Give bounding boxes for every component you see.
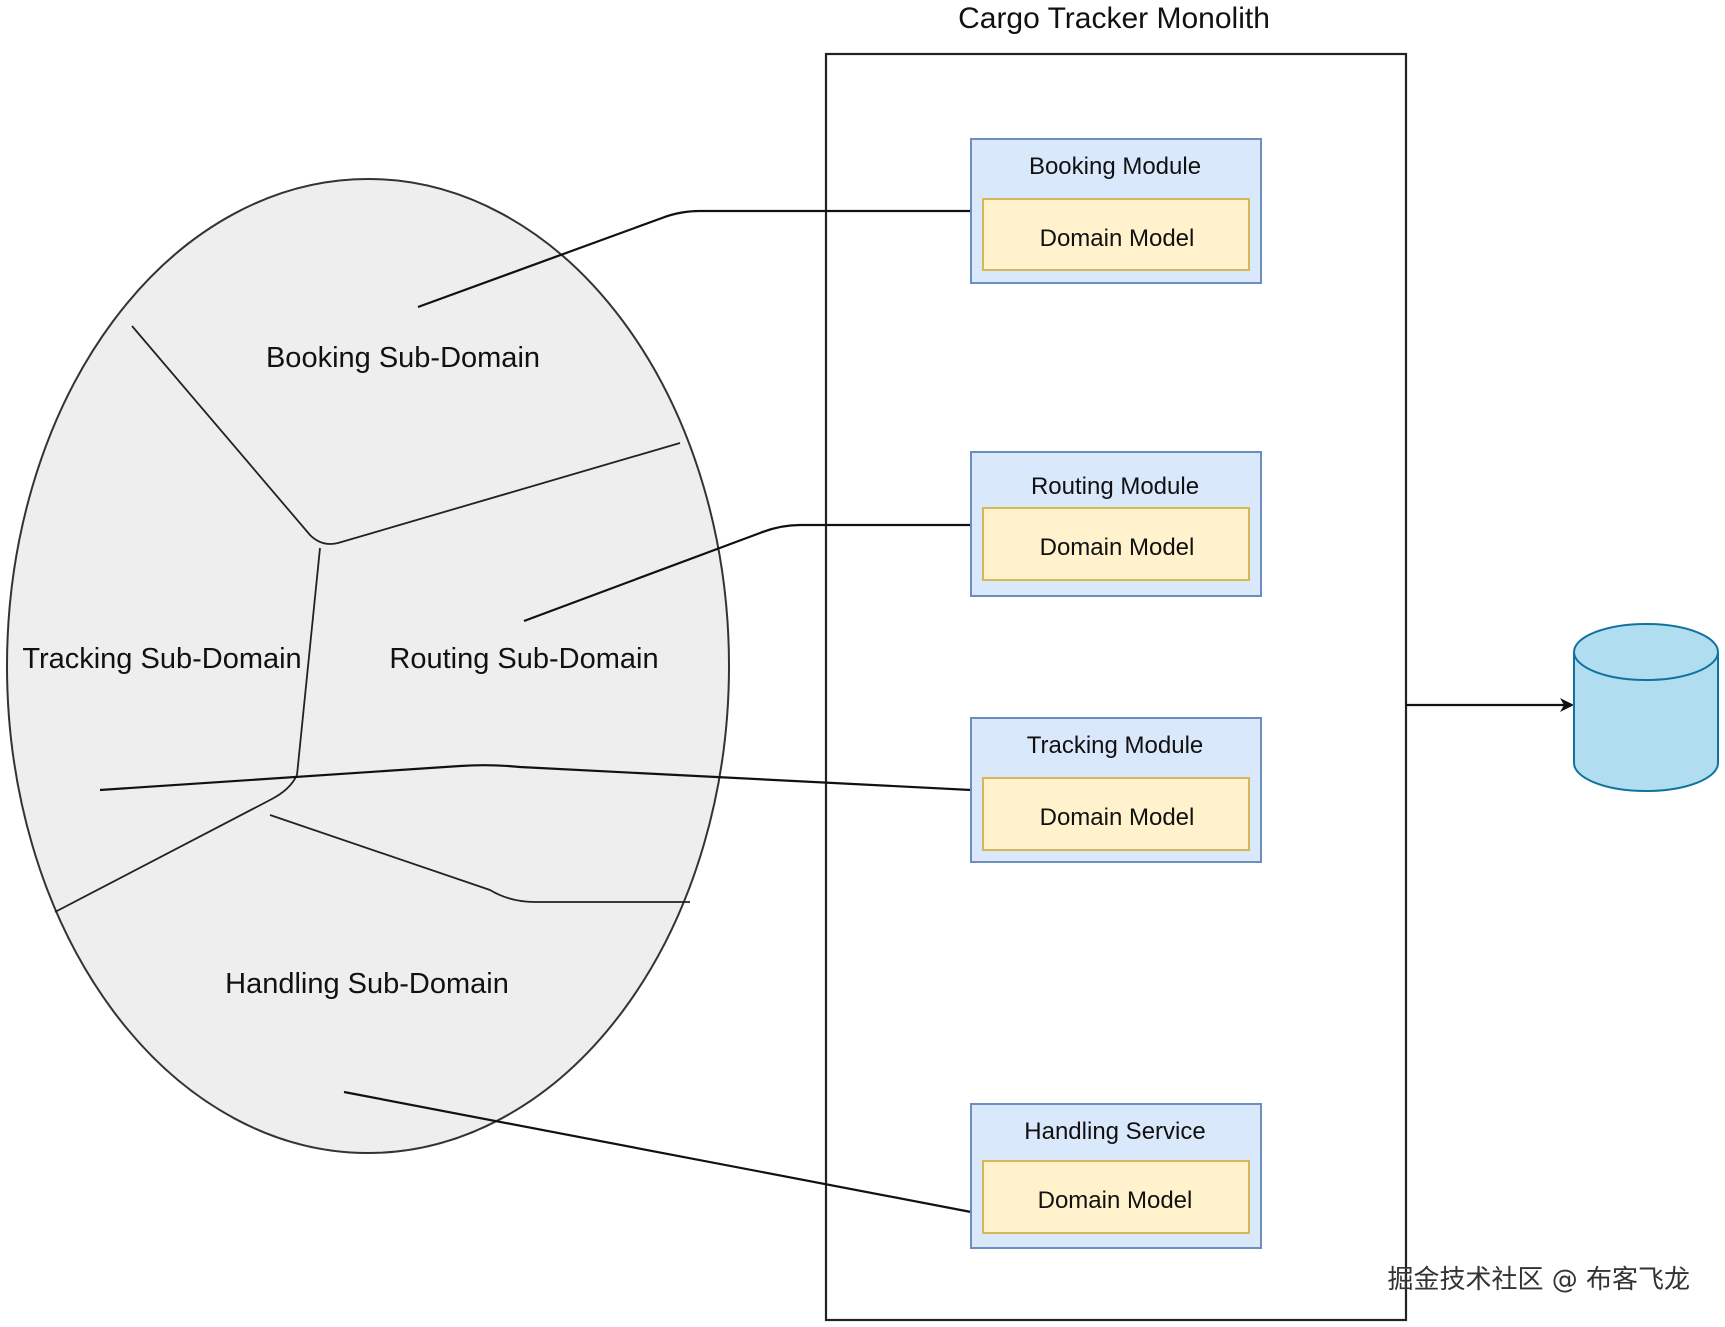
connector-tracking	[99, 764, 972, 792]
subdomain-label-handling: Handling Sub-Domain	[225, 968, 509, 1000]
boundary-tracking-routing	[296, 547, 321, 776]
connector-handling	[343, 1090, 972, 1214]
connector-routing	[523, 523, 971, 623]
module-title-booking: Booking Module	[1029, 153, 1201, 180]
domain-ellipse	[6, 178, 730, 1154]
boundary-booking-tracking	[131, 325, 681, 545]
module-booking: Booking Module Domain Model	[970, 138, 1262, 284]
module-title-routing: Routing Module	[1031, 473, 1199, 500]
module-title-tracking: Tracking Module	[1027, 732, 1204, 759]
subdomain-label-booking: Booking Sub-Domain	[266, 342, 540, 374]
subdomain-labels: Booking Sub-Domain Tracking Sub-Domain R…	[22, 342, 658, 1000]
monolith-title: Cargo Tracker Monolith	[958, 2, 1270, 35]
domain-model-booking: Domain Model	[1040, 225, 1195, 252]
connectors	[99, 209, 972, 1214]
database-icon	[1573, 623, 1719, 792]
domain-model-handling: Domain Model	[1038, 1187, 1193, 1214]
module-routing: Routing Module Domain Model	[970, 451, 1262, 597]
watermark: 掘金技术社区 @ 布客飞龙	[1387, 1265, 1690, 1295]
boundary-routing-handling	[269, 814, 690, 903]
module-title-handling: Handling Service	[1024, 1118, 1205, 1145]
domain-model-routing: Domain Model	[1040, 534, 1195, 561]
subdomain-label-routing: Routing Sub-Domain	[389, 643, 658, 675]
domain-model-tracking: Domain Model	[1040, 804, 1195, 831]
module-handling: Handling Service Domain Model	[970, 1103, 1262, 1249]
connector-booking	[417, 209, 971, 309]
subdomain-label-tracking: Tracking Sub-Domain	[22, 643, 301, 675]
module-tracking: Tracking Module Domain Model	[970, 717, 1262, 863]
